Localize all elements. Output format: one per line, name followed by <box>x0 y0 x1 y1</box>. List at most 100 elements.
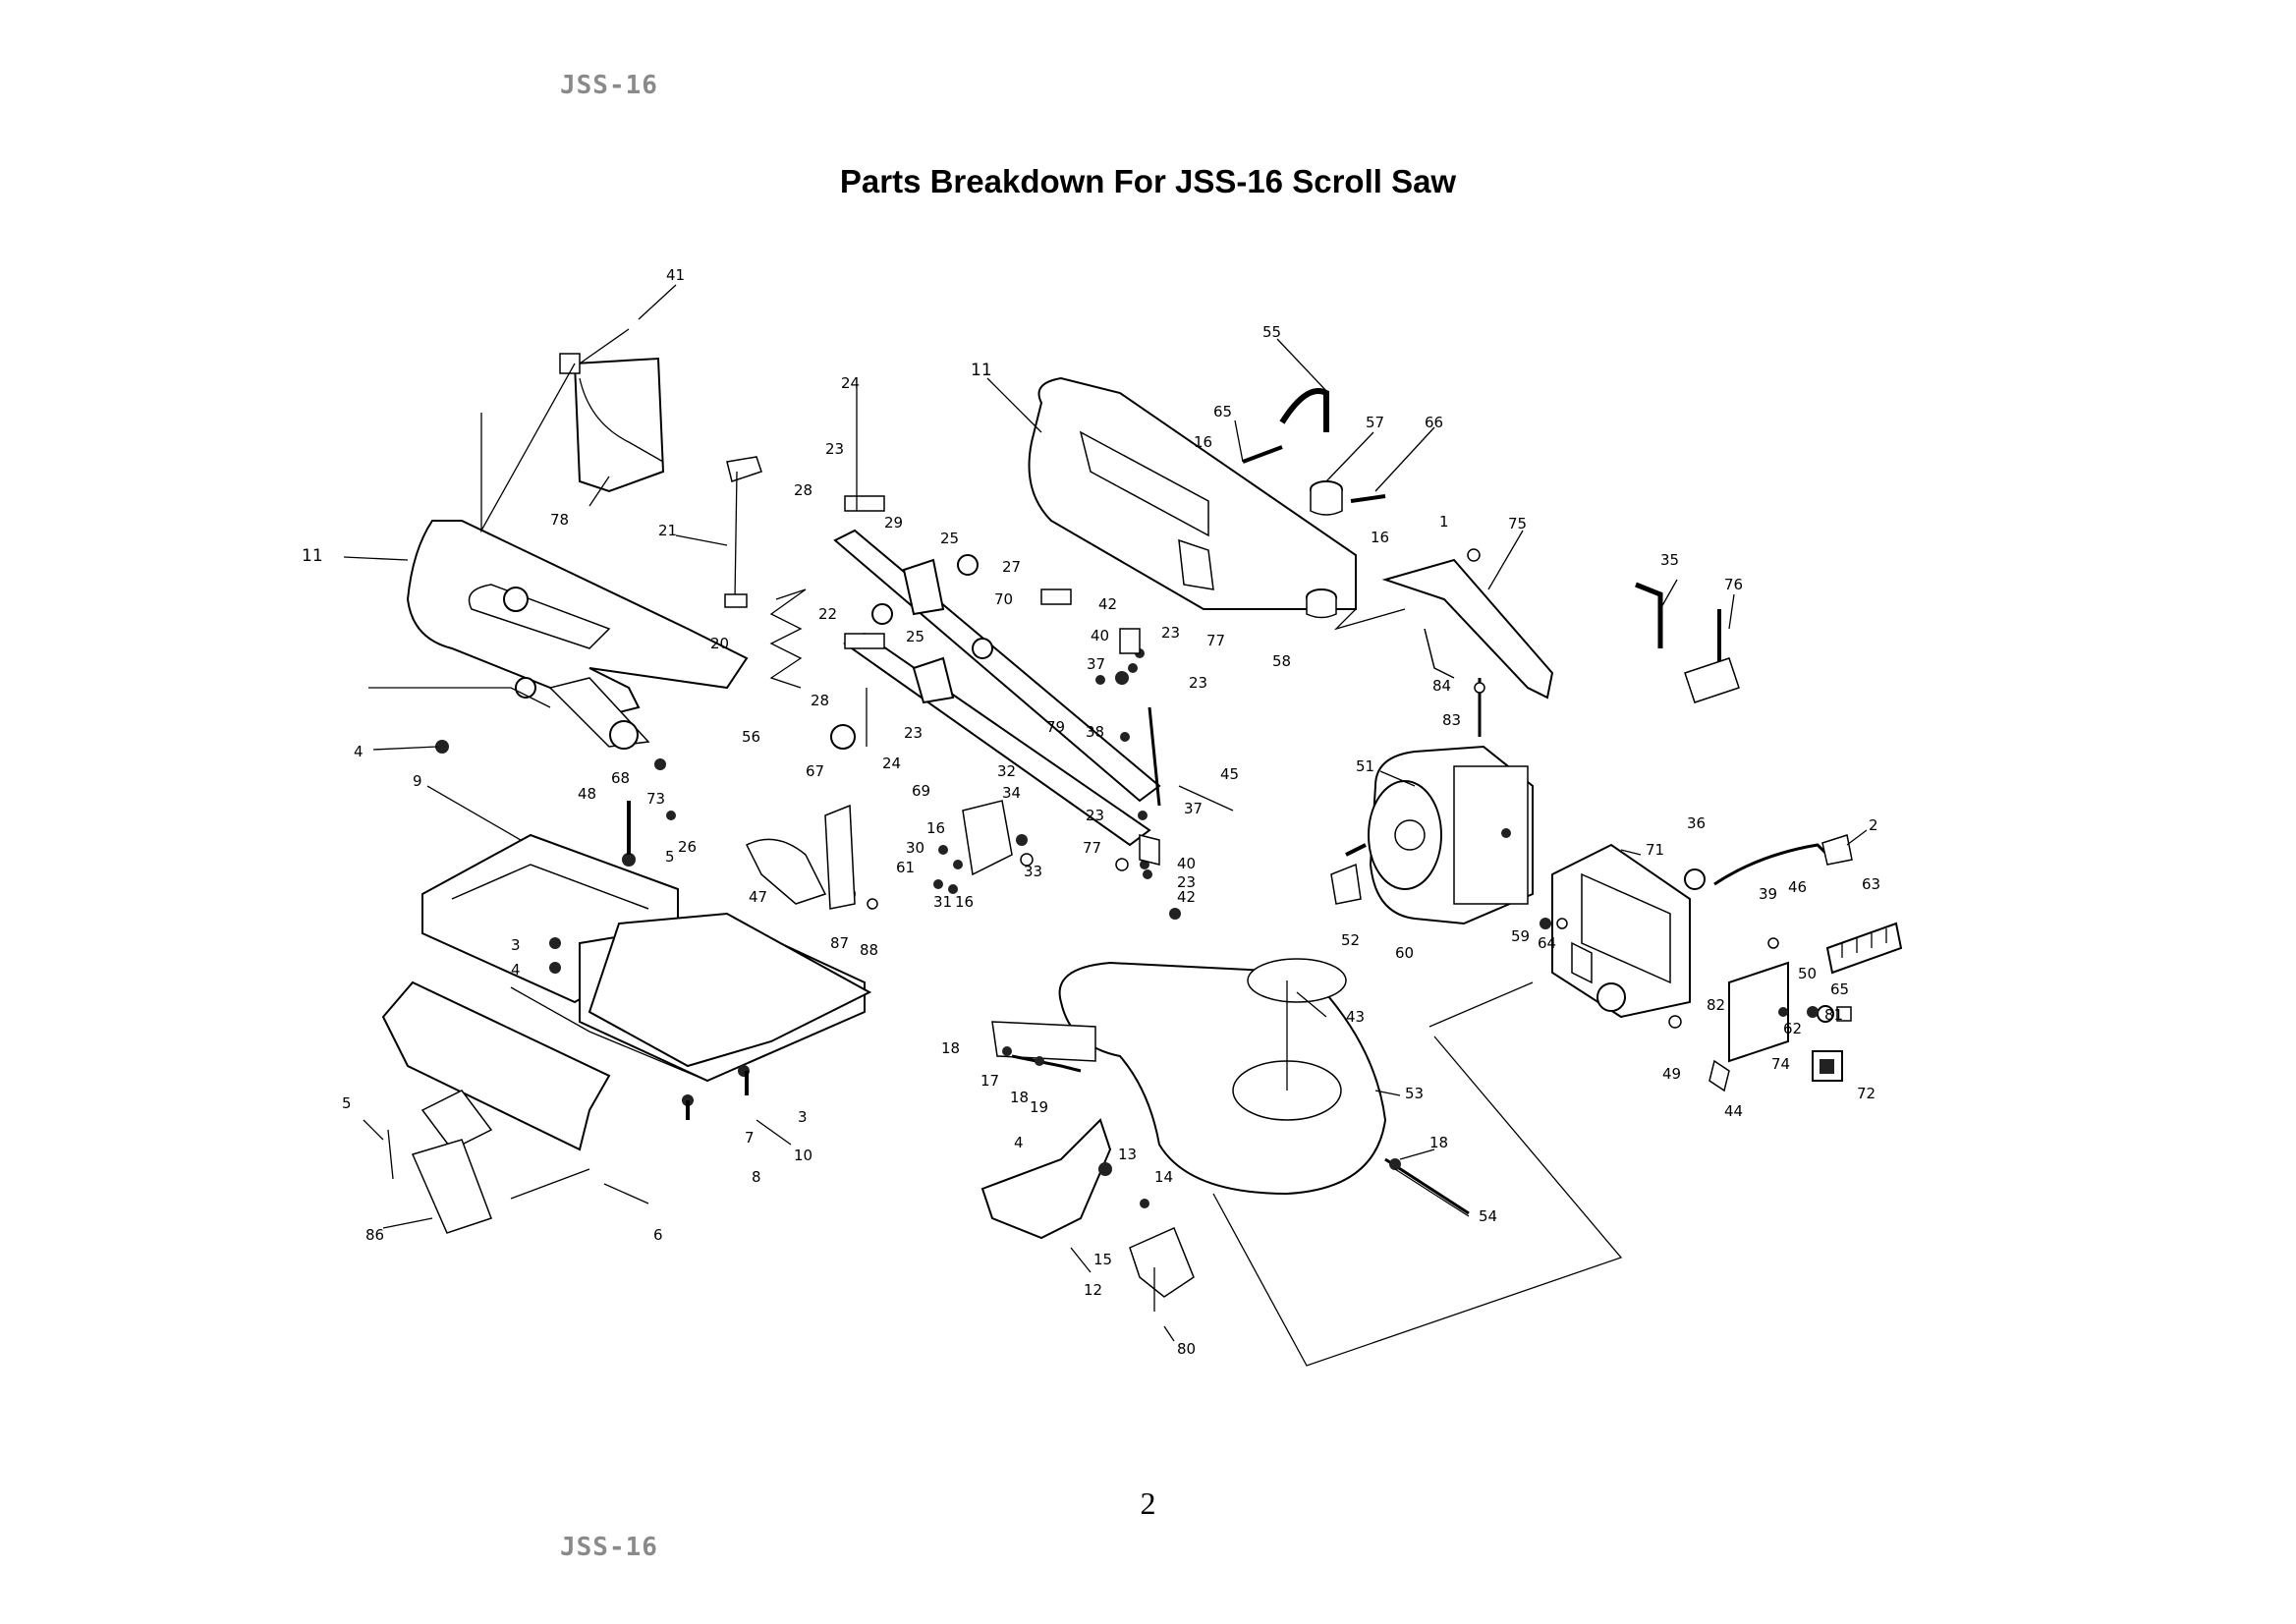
part-label: 76 <box>1724 576 1743 593</box>
part-label: 66 <box>1425 414 1443 431</box>
part-label: 56 <box>742 728 760 746</box>
part-label: 84 <box>1432 677 1451 695</box>
part-label: 72 <box>1857 1085 1876 1102</box>
part-label: 8 <box>752 1168 761 1186</box>
part-label: 23 <box>1189 674 1207 692</box>
part-label: 61 <box>896 859 915 876</box>
part-label: 3 <box>511 936 521 954</box>
part-label: 65 <box>1213 403 1232 420</box>
part-label: 2 <box>1869 816 1878 834</box>
part-label: 80 <box>1177 1340 1196 1358</box>
part-label: 22 <box>818 605 837 623</box>
part-label: 16 <box>1194 433 1212 451</box>
part-label: 44 <box>1724 1102 1743 1120</box>
part-label: 16 <box>1371 529 1389 546</box>
part-label: 18 <box>1010 1089 1029 1106</box>
part-label: 60 <box>1395 944 1414 962</box>
part-label: 11 <box>971 361 992 380</box>
part-label: 82 <box>1707 996 1725 1014</box>
part-label: 81 <box>1824 1006 1843 1024</box>
header-model-code: JSS-16 <box>560 71 658 100</box>
upper-arm-housing <box>1028 376 1406 631</box>
part-label: 13 <box>1118 1146 1137 1163</box>
leader-lines <box>343 284 1868 1342</box>
part-label: 28 <box>811 692 829 709</box>
part-label: 51 <box>1356 757 1374 775</box>
part-label: 75 <box>1508 515 1527 532</box>
part-label: 14 <box>1154 1168 1173 1186</box>
part-label: 5 <box>342 1094 352 1112</box>
fasteners <box>435 588 1819 1208</box>
part-label: 41 <box>666 266 685 284</box>
part-label: 32 <box>997 762 1016 780</box>
part-label: 42 <box>1177 888 1196 906</box>
part-label: 18 <box>941 1039 960 1057</box>
part-label: 40 <box>1091 627 1109 644</box>
part-label: 7 <box>745 1129 755 1147</box>
part-label: 11 <box>302 546 323 566</box>
part-label: 40 <box>1177 855 1196 872</box>
part-label: 26 <box>678 838 697 856</box>
part-label: 1 <box>1439 513 1449 531</box>
part-label: 12 <box>1084 1281 1102 1299</box>
part-label: 57 <box>1366 414 1384 431</box>
part-label: 67 <box>806 762 824 780</box>
blade-guard <box>1381 548 1554 700</box>
part-label: 16 <box>926 819 945 837</box>
part-label: 4 <box>354 743 364 760</box>
electrical-components <box>1708 922 1903 1092</box>
part-label: 37 <box>1184 800 1203 817</box>
part-label: 29 <box>884 514 903 532</box>
hex-wrenches <box>1635 582 1740 703</box>
page-number: 2 <box>1140 1485 1156 1521</box>
part-label: 15 <box>1093 1251 1112 1268</box>
part-label: 21 <box>658 522 677 539</box>
part-label: 68 <box>611 769 630 787</box>
part-label: 23 <box>1086 807 1104 824</box>
part-label: 25 <box>906 628 924 645</box>
part-label: 36 <box>1687 814 1706 832</box>
motor-assembly <box>1330 678 1534 925</box>
part-label: 45 <box>1220 765 1239 783</box>
part-label: 6 <box>653 1226 663 1244</box>
part-label: 30 <box>906 839 924 857</box>
part-label: 16 <box>955 893 974 911</box>
part-label: 24 <box>882 755 901 772</box>
part-label: 9 <box>413 772 422 790</box>
motor-cover-block <box>480 328 665 533</box>
part-label: 59 <box>1511 927 1530 945</box>
part-label: 53 <box>1405 1085 1424 1102</box>
part-label: 20 <box>710 635 729 652</box>
blade-tension-rod <box>724 456 807 689</box>
page-title: Parts Breakdown For JSS-16 Scroll Saw <box>839 163 1457 199</box>
part-label: 4 <box>511 961 521 979</box>
part-label: 86 <box>365 1226 384 1244</box>
part-label: 50 <box>1798 965 1817 982</box>
part-label: 28 <box>794 481 812 499</box>
part-label: 77 <box>1206 632 1225 649</box>
part-label: 18 <box>1429 1134 1448 1151</box>
front-cover <box>381 980 611 1234</box>
part-label: 70 <box>994 590 1013 608</box>
part-label: 23 <box>904 724 923 742</box>
air-tube-parts <box>1242 388 1386 619</box>
part-label: 65 <box>1830 980 1849 998</box>
part-label: 88 <box>860 941 878 959</box>
part-label: 69 <box>912 782 930 800</box>
part-label: 78 <box>550 511 569 529</box>
part-label: 58 <box>1272 652 1291 670</box>
part-label: 33 <box>1024 863 1042 880</box>
lower-arm-assembly <box>368 520 749 750</box>
part-label: 3 <box>798 1108 808 1126</box>
part-label: 87 <box>830 934 849 952</box>
part-label: 23 <box>825 440 844 458</box>
part-label: 49 <box>1662 1065 1681 1083</box>
part-label: 71 <box>1646 841 1664 859</box>
part-label: 47 <box>749 888 767 906</box>
part-label: 5 <box>665 848 675 866</box>
arm-links <box>830 388 1161 847</box>
part-label: 62 <box>1783 1020 1802 1037</box>
work-table <box>1058 958 1623 1367</box>
power-cord <box>1684 834 1853 890</box>
part-label: 34 <box>1002 784 1021 802</box>
